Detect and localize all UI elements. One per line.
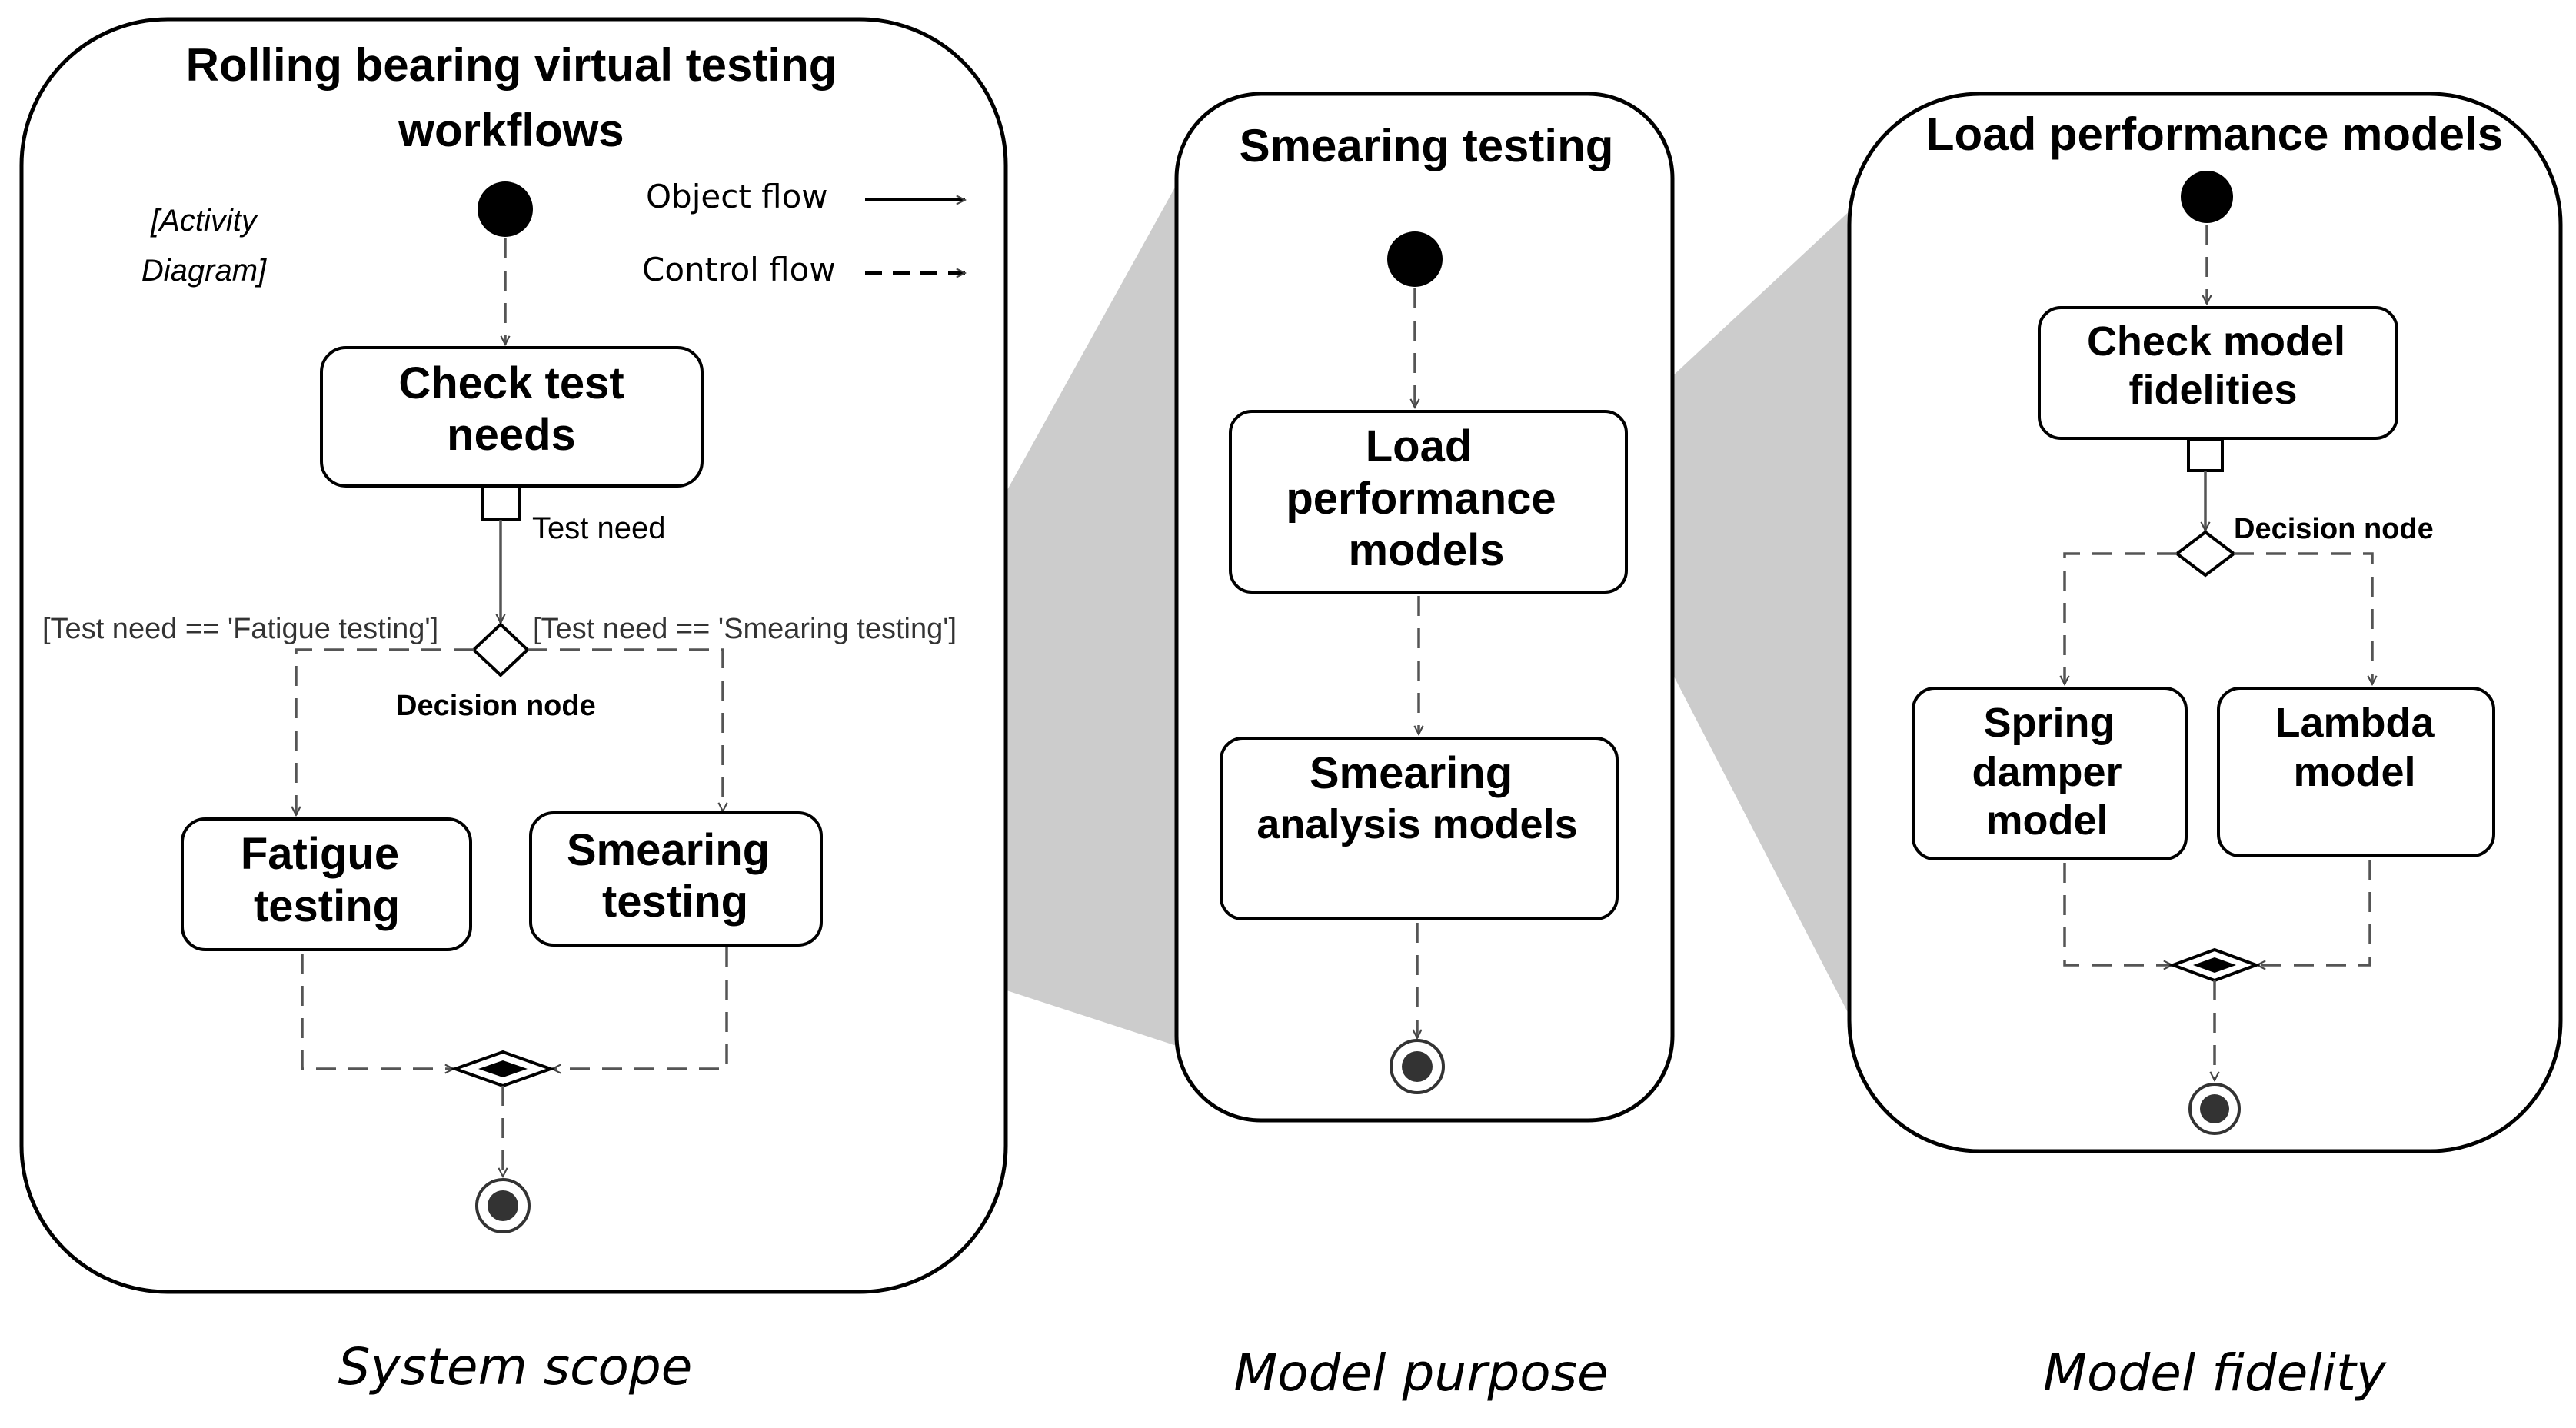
panel-1-title-line-1: Rolling bearing virtual testing [186, 39, 837, 91]
flow-decision-to-lambda [2234, 552, 2372, 684]
flow-decision-to-spring [2065, 552, 2177, 684]
legend-object-flow-label: Object flow [646, 178, 828, 215]
initial-node-3 [2181, 171, 2233, 223]
action-analysis-line-2: analysis models [1256, 801, 1577, 847]
merge-node-3-fill [2193, 957, 2236, 973]
caption-system-scope: System scope [338, 1337, 693, 1396]
flow-smearing-to-merge [552, 947, 728, 1069]
action-lambda-line-1: Lambda [2275, 700, 2435, 746]
panel-system-scope: Rolling bearing virtual testing workflow… [19, 17, 1008, 1294]
action-smearing-testing-line-1: Smearing [567, 825, 770, 875]
diagram-kind-line-1: [Activity [150, 204, 259, 238]
action-spring-line-2: damper [1972, 749, 2122, 795]
action-spring-damper-model [1912, 687, 2188, 860]
flow-decision-to-smearing [528, 648, 723, 811]
panel-model-purpose: Smearing testing Load performance models… [1174, 92, 1675, 1123]
decision-node-3-label: Decision node [2234, 513, 2434, 545]
action-load-line-2: performance [1286, 474, 1556, 524]
flow-spring-to-merge [2063, 863, 2172, 965]
merge-node-fill [478, 1060, 528, 1077]
panel-model-fidelity: Load performance models Check model fide… [1847, 92, 2563, 1153]
action-fatigue-testing-line-1: Fatigue [241, 829, 399, 879]
final-node-2-center [1402, 1051, 1433, 1082]
action-lambda-model [2217, 687, 2495, 857]
flow-lambda-to-merge [2257, 860, 2371, 965]
panel-3-frame [1847, 92, 2563, 1153]
action-check-test-needs-line-2: needs [447, 410, 576, 460]
action-lambda-line-2: model [2293, 749, 2415, 795]
action-smearing-analysis-models [1220, 737, 1619, 920]
legend-control-flow-label: Control flow [642, 251, 836, 288]
action-smearing-testing [529, 811, 823, 947]
action-check-fidelities-line-2: fidelities [2128, 367, 2297, 413]
action-spring-line-3: model [1985, 797, 2108, 844]
final-node-center [488, 1190, 518, 1221]
initial-node [478, 181, 533, 237]
final-node-3-center [2200, 1094, 2229, 1123]
guard-smearing: [Test need == 'Smearing testing'] [533, 613, 957, 645]
action-load-performance-models [1229, 410, 1628, 594]
initial-node-2 [1387, 231, 1443, 287]
flow-fatigue-to-merge [301, 954, 454, 1069]
action-smearing-testing-line-2: testing [602, 877, 748, 927]
decision-node-3 [2174, 530, 2237, 578]
output-pin [481, 484, 521, 521]
output-pin-3 [2187, 438, 2224, 472]
action-fatigue-testing [181, 817, 472, 951]
action-analysis-line-1: Smearing [1310, 748, 1513, 798]
pin-label-test-need: Test need [532, 511, 665, 545]
action-fatigue-testing-line-2: testing [254, 881, 400, 931]
panel-3-title: Load performance models [1926, 108, 2503, 160]
panel-1-title-line-2: workflows [398, 105, 624, 156]
diagram-kind-line-2: Diagram] [141, 254, 267, 288]
flow-decision-to-fatigue [296, 648, 474, 815]
action-load-line-1: Load [1366, 421, 1473, 471]
decision-node [471, 622, 530, 677]
decision-node-label: Decision node [396, 690, 596, 722]
action-load-line-3: models [1348, 525, 1504, 575]
caption-model-fidelity: Model fidelity [2043, 1343, 2387, 1403]
action-check-fidelities-line-1: Check model [2087, 318, 2345, 364]
action-spring-line-1: Spring [1984, 700, 2115, 746]
guard-fatigue: [Test need == 'Fatigue testing'] [42, 613, 438, 645]
zoom-connector-2 [1626, 208, 1853, 1023]
panel-2-title: Smearing testing [1240, 120, 1614, 171]
action-check-test-needs-line-1: Check test [398, 358, 624, 408]
caption-model-purpose: Model purpose [1233, 1343, 1608, 1403]
